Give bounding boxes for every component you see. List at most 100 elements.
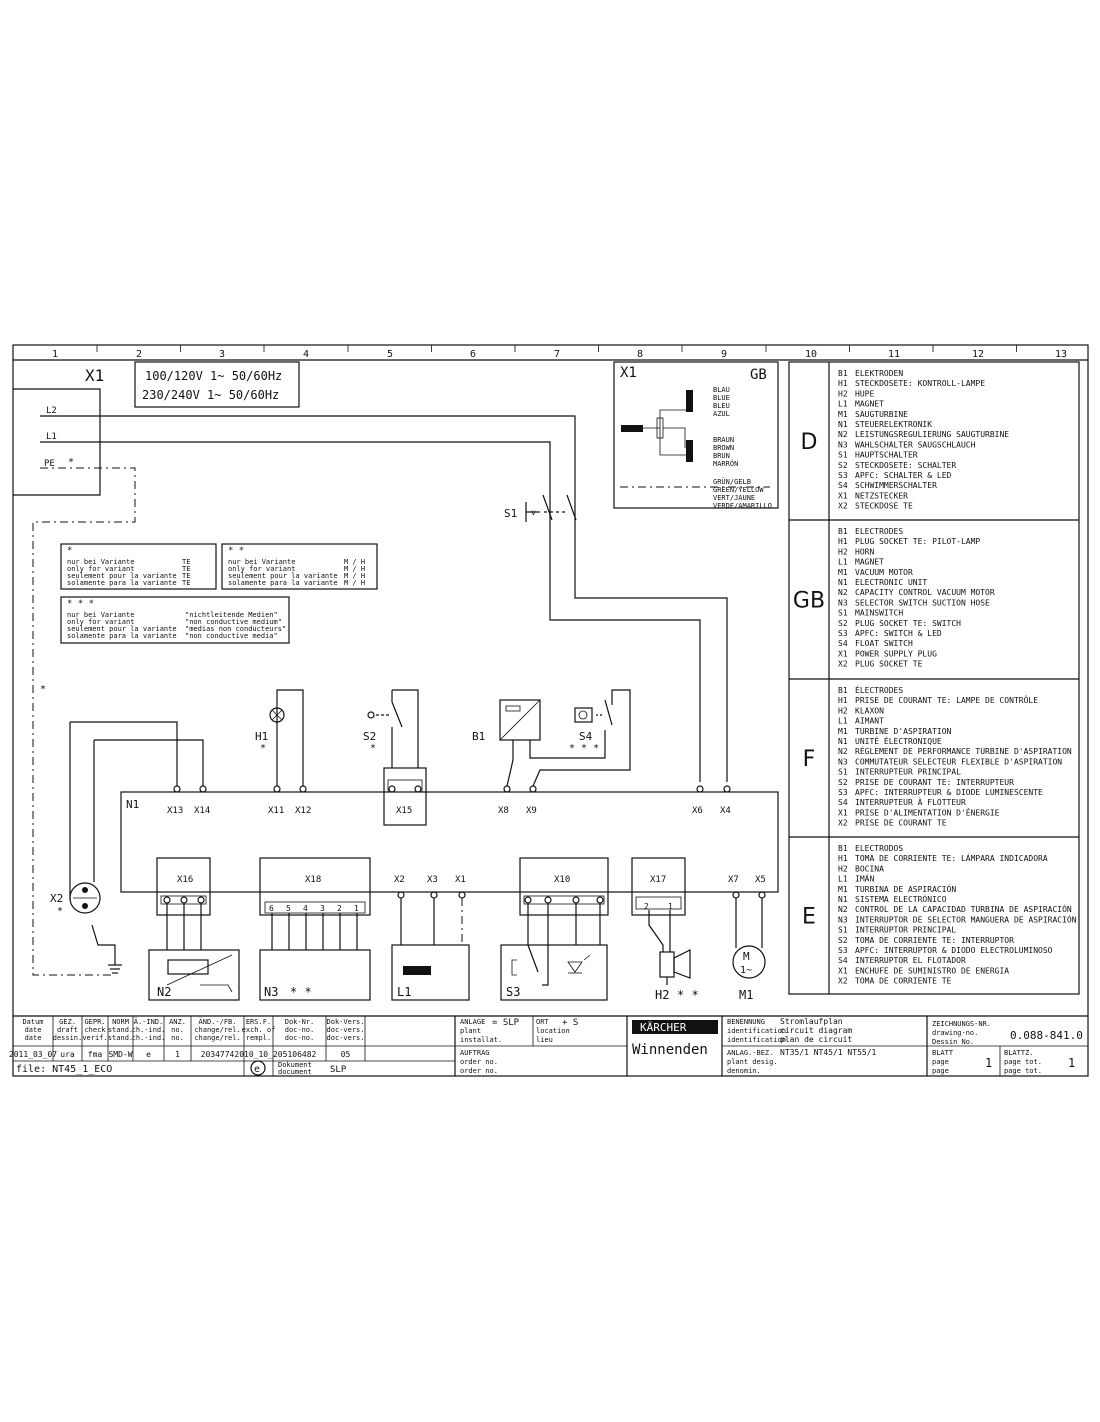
n3-label: N3 xyxy=(264,985,278,999)
page-tot-label: page tot. xyxy=(1004,1058,1042,1066)
column-number: 2 xyxy=(136,349,142,360)
s4-label: S4 xyxy=(579,730,593,743)
legend-code: N3 xyxy=(838,598,848,607)
anlage-label: ANLAGE xyxy=(460,1018,485,1026)
motor-m: M xyxy=(743,950,750,963)
svg-text:only for variant: only for variant xyxy=(67,618,134,626)
legend-desc: INTERRUPTOR PRINCIPAL xyxy=(855,926,956,935)
dokument-label: Dokument xyxy=(278,1061,312,1069)
motor-phase: 1~ xyxy=(740,965,752,976)
anlage-value: = SLP xyxy=(492,1018,520,1028)
legend-code: X2 xyxy=(838,977,848,986)
h2-horn-symbol xyxy=(659,951,675,978)
s2-label: S2 xyxy=(363,730,376,743)
svg-text:TE: TE xyxy=(182,572,190,580)
legend-code: S1 xyxy=(838,609,848,618)
title-block-header: date xyxy=(25,1026,42,1034)
legend-desc: ÉLECTRODES xyxy=(855,684,903,695)
legend-desc: TOMA DE CORRIENTE TE xyxy=(855,977,952,986)
blattz-label: BLATTZ. xyxy=(1004,1049,1034,1057)
title-block-header: no. xyxy=(171,1034,184,1042)
legend-lang-e: E xyxy=(802,905,816,930)
variant-note-mh: * * nur bei Variante only for variant se… xyxy=(221,543,378,590)
legend-code: X1 xyxy=(838,808,848,817)
column-number: 4 xyxy=(303,349,309,360)
terminal-x5: X5 xyxy=(755,875,766,885)
pe-star: * xyxy=(68,457,74,468)
terminal-x4: X4 xyxy=(720,806,731,816)
legend-desc: APFC: INTERRUPTOR & DIODO ELECTROLUMINOS… xyxy=(855,946,1053,955)
svg-text:*: * xyxy=(67,546,72,556)
wire-colors-brown: BRAUN BROWN BRUN MARRÓN xyxy=(713,436,738,468)
svg-text:BLUE: BLUE xyxy=(713,394,730,402)
svg-text:TE: TE xyxy=(182,558,190,566)
m1-motor-symbol xyxy=(732,945,766,979)
x2-star: * xyxy=(57,906,63,917)
legend-code: L1 xyxy=(838,717,848,726)
title-en: circuit diagram xyxy=(780,1026,852,1035)
legend-code: X1 xyxy=(838,966,848,975)
x18-pin-1: 1 xyxy=(354,904,359,913)
title-block-header: Dok-Vers. xyxy=(327,1018,365,1026)
legend-code: N1 xyxy=(838,578,848,587)
n2-capacity-control xyxy=(148,949,240,1001)
terminal-x1: X1 xyxy=(455,875,466,885)
title-block-value: ura xyxy=(60,1050,75,1059)
h1-label: H1 xyxy=(255,730,268,743)
svg-text:nur bei Variante: nur bei Variante xyxy=(67,611,134,619)
plug-pin xyxy=(621,425,643,432)
blue-pin xyxy=(686,390,693,412)
legend-desc: APFC: SWITCH & LED xyxy=(855,629,942,638)
title-block-header: GEPR. xyxy=(84,1018,105,1026)
svg-text:VERDE/AMARILLO: VERDE/AMARILLO xyxy=(713,502,772,510)
svg-text:TE: TE xyxy=(182,579,190,587)
svg-text:seulement pour la variante: seulement pour la variante xyxy=(67,625,177,633)
svg-text:BRAUN: BRAUN xyxy=(713,436,734,444)
legend-code: H2 xyxy=(838,389,848,398)
svg-text:BLAU: BLAU xyxy=(713,386,730,394)
legend-code: N1 xyxy=(838,895,848,904)
pe-dash-star: * xyxy=(40,684,46,695)
svg-text:M / H: M / H xyxy=(344,572,365,580)
drawing-no-label: drawing-no. xyxy=(932,1029,978,1037)
legend-desc: AIMANT xyxy=(855,717,884,726)
legend-code: X2 xyxy=(838,502,848,511)
s3-apfc-switch xyxy=(500,944,608,1001)
legend-code: N3 xyxy=(838,915,848,924)
e-mark: e xyxy=(254,1064,260,1075)
terminal-x2: X2 xyxy=(394,875,405,885)
legend-code: M1 xyxy=(838,885,848,894)
installat-label: installat. xyxy=(460,1036,502,1044)
svg-text:nur bei Variante: nur bei Variante xyxy=(67,558,134,566)
column-number: 9 xyxy=(721,349,727,360)
legend-code: X1 xyxy=(838,491,848,500)
title-block-header: Dok-Nr. xyxy=(285,1018,315,1026)
svg-text:seulement pour la variante: seulement pour la variante xyxy=(228,572,338,580)
file-name: file: NT45_1_ECO xyxy=(16,1064,112,1075)
svg-text:BROWN: BROWN xyxy=(713,444,734,452)
x18-connector xyxy=(259,857,371,916)
b1-electrode-symbol xyxy=(499,699,541,741)
terminal-x11: X11 xyxy=(268,806,284,816)
title-block-header: check xyxy=(84,1026,106,1034)
title-block-header: change/rel. xyxy=(194,1026,240,1034)
legend-desc: ELECTRONIC UNIT xyxy=(855,578,927,587)
x18-pin-5: 5 xyxy=(286,904,291,913)
legend-desc: BOCINA xyxy=(855,864,884,873)
column-number: 8 xyxy=(637,349,643,360)
title-block-header: Ä.-IND. xyxy=(134,1017,164,1026)
x1-label: X1 xyxy=(85,366,104,385)
svg-text:M / H: M / H xyxy=(344,579,365,587)
wire-colors-blue: BLAU BLUE BLEU AZUL xyxy=(713,386,730,418)
legend-code: L1 xyxy=(838,400,848,409)
wire-pe-label: PE xyxy=(44,459,55,469)
legend-desc: SAUGTURBINE xyxy=(855,410,908,419)
legend-code: B1 xyxy=(838,527,848,536)
legend-code: H2 xyxy=(838,864,848,873)
title-block-value: 2010_10_20 xyxy=(234,1050,282,1059)
voltage-line-1: 100/120V 1~ 50/60Hz xyxy=(145,369,282,383)
title-block-header: change/rel. xyxy=(194,1034,240,1042)
n1-label: N1 xyxy=(126,798,139,811)
terminal-x7: X7 xyxy=(728,875,739,885)
legend-desc: APFC: INTERRUPTEUR & DIODE LUMINESCENTE xyxy=(855,788,1043,797)
